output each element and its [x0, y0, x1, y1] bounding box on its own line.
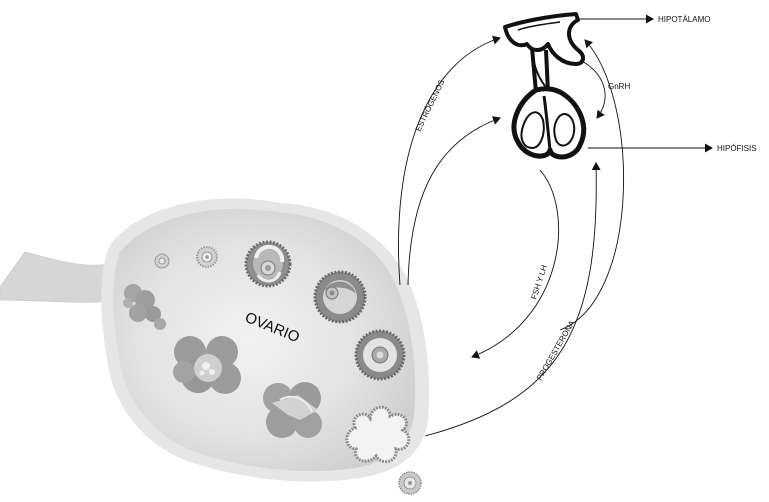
released-oocyte: [399, 472, 421, 494]
pituitary-label: HIPÓFISIS: [717, 144, 757, 153]
gnrh-label: GnRH: [608, 82, 630, 91]
hypothalamus-label: HIPOTÁLAMO: [658, 15, 710, 24]
graafian-follicle: [356, 331, 404, 379]
hypothalamus-shape: [505, 14, 583, 64]
fsh-lh-arrow: [472, 170, 559, 357]
fsh-lh-label: FSH Y LH: [529, 264, 549, 301]
tertiary-follicle: [315, 272, 365, 322]
hypothalamus-pituitary-icon: [505, 14, 584, 157]
estrogen-arrow-pituitary: [408, 118, 500, 285]
feedback-arrows: [398, 19, 712, 436]
secondary-follicle: [246, 242, 290, 286]
ovary: OVARIO: [0, 198, 429, 494]
regressing-corpus-luteum: [263, 382, 322, 438]
estrogens-label: ESTRÓGENOS: [414, 78, 447, 133]
estrogen-arrow-hypothalamus: [398, 38, 500, 285]
progesterone-arrow-pituitary: [425, 163, 596, 436]
primordial-follicle: [155, 254, 169, 268]
gnrh-arrow: [580, 60, 605, 118]
primary-follicle: [197, 247, 217, 267]
progesterone-label: PROGESTERONA: [535, 318, 577, 382]
